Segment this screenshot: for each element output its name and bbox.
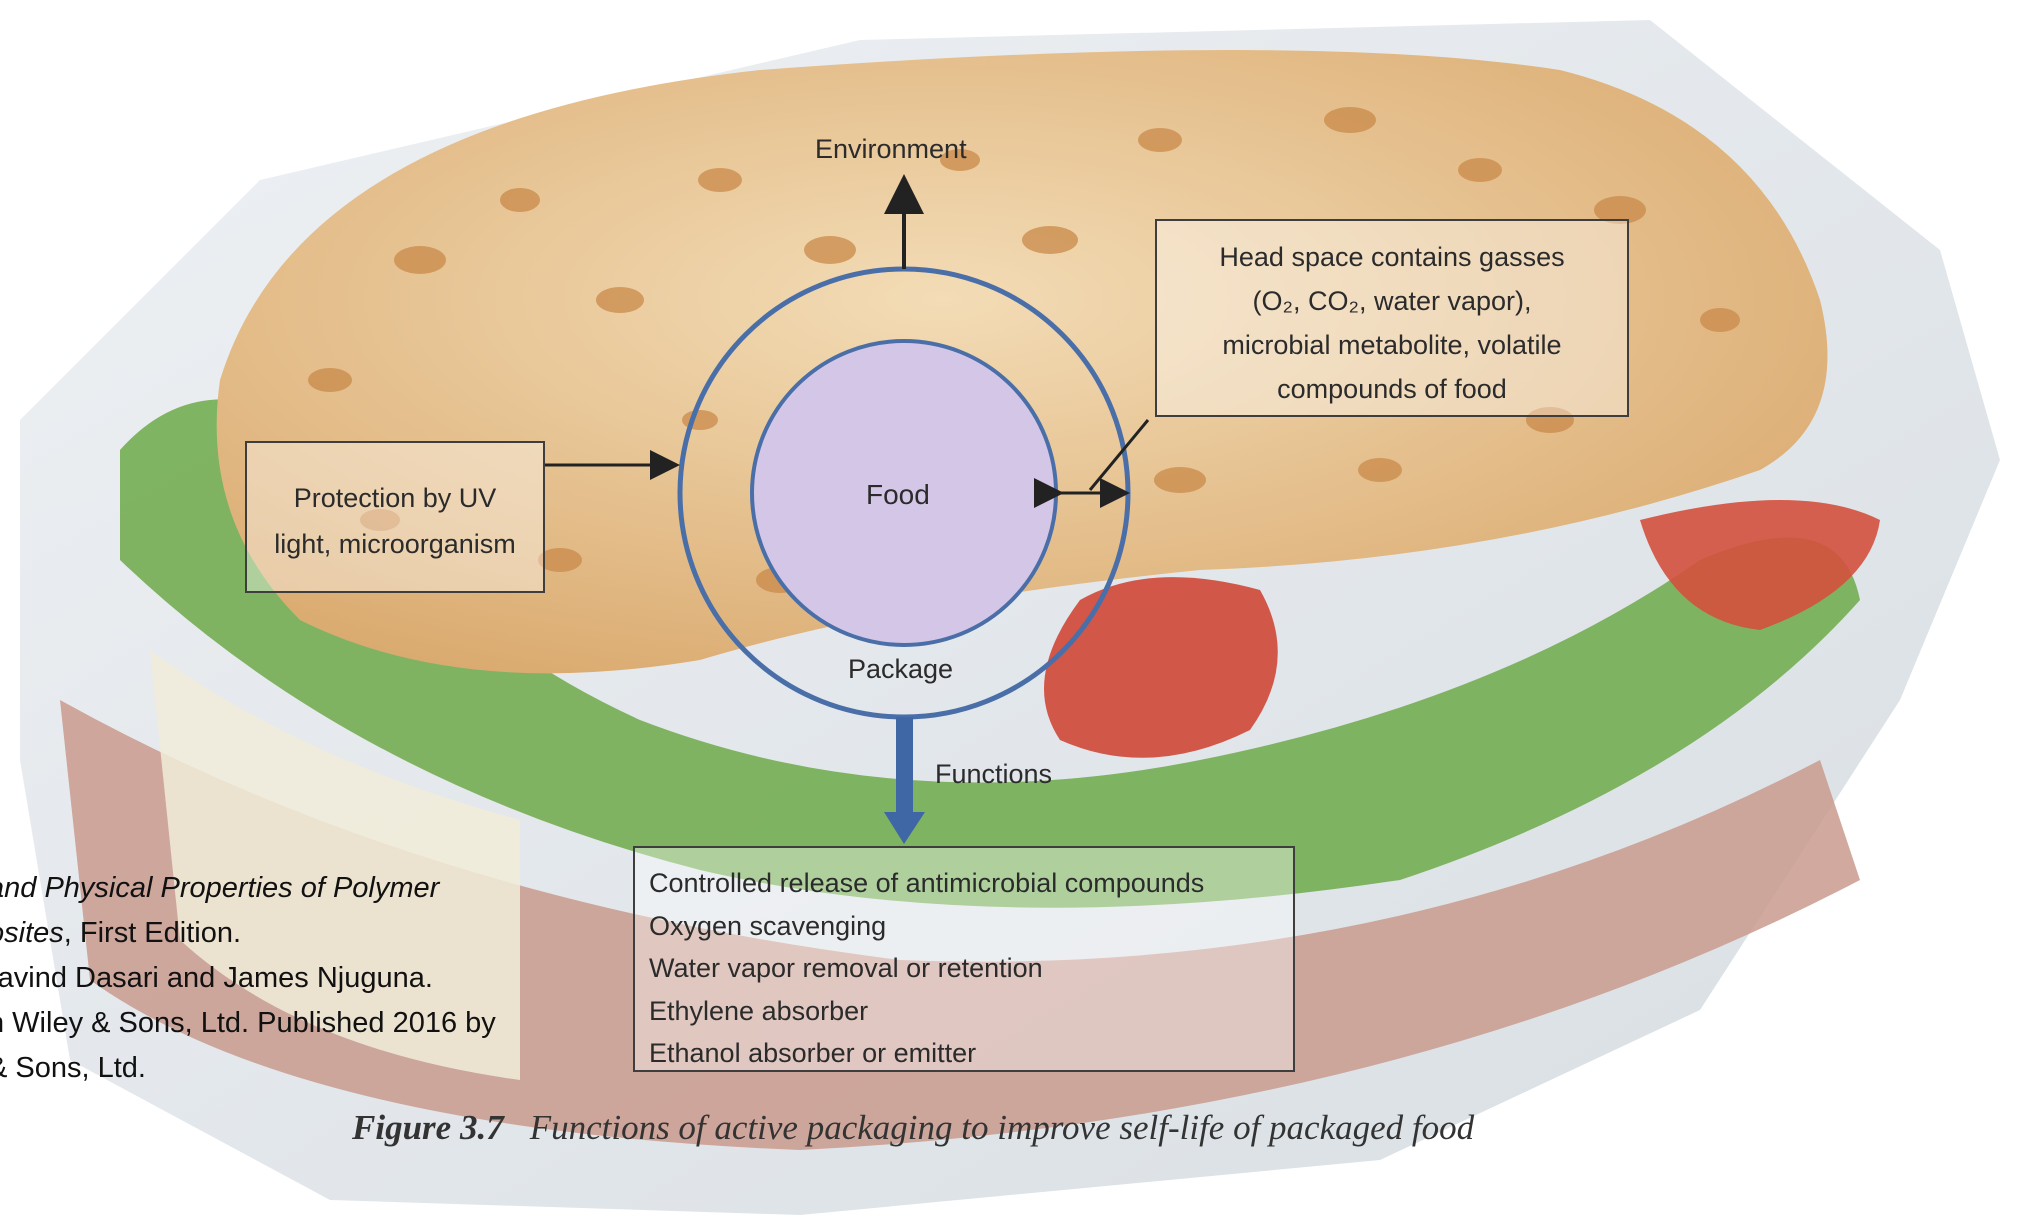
protection-line: light, microorganism [247, 521, 543, 567]
headspace-line: microbial metabolite, volatile [1157, 323, 1627, 367]
headspace-line: compounds of food [1157, 367, 1627, 411]
function-item: Ethylene absorber [649, 990, 1293, 1033]
headspace-box: Head space contains gasses (O₂, CO₂, wat… [1155, 219, 1629, 417]
function-item: Ethanol absorber or emitter [649, 1032, 1293, 1075]
function-item: Water vapor removal or retention [649, 947, 1293, 990]
citation-line: & Sons, Ltd. [0, 1046, 628, 1091]
food-label: Food [866, 478, 930, 512]
protection-box: Protection by UV light, microorganism [245, 441, 545, 593]
headspace-line: (O₂, CO₂, water vapor), [1157, 279, 1627, 323]
figure-caption-text: Functions of active packaging to improve… [530, 1108, 1474, 1147]
citation: and Physical Properties of Polymer osite… [0, 866, 628, 1091]
function-item: Controlled release of antimicrobial comp… [649, 862, 1293, 905]
citation-line: n Wiley & Sons, Ltd. Published 2016 by [0, 1001, 628, 1046]
functions-arrow-shaft [896, 717, 913, 815]
functions-box: Controlled release of antimicrobial comp… [633, 846, 1295, 1072]
citation-line: ravind Dasari and James Njuguna. [0, 956, 628, 1001]
environment-label: Environment [815, 133, 967, 165]
package-label: Package [848, 653, 953, 685]
figure-caption: Figure 3.7 Functions of active packaging … [352, 1108, 1474, 1148]
citation-line: osites, First Edition. [0, 911, 628, 956]
function-item: Oxygen scavenging [649, 905, 1293, 948]
citation-rest: , First Edition. [64, 917, 241, 949]
functions-label: Functions [935, 758, 1052, 790]
figure-number: Figure 3.7 [352, 1108, 504, 1147]
headspace-line: Head space contains gasses [1157, 235, 1627, 279]
protection-line: Protection by UV [247, 475, 543, 521]
tomato-slice [1044, 577, 1278, 758]
citation-line: and Physical Properties of Polymer [0, 866, 628, 911]
citation-italic: osites [0, 917, 64, 949]
